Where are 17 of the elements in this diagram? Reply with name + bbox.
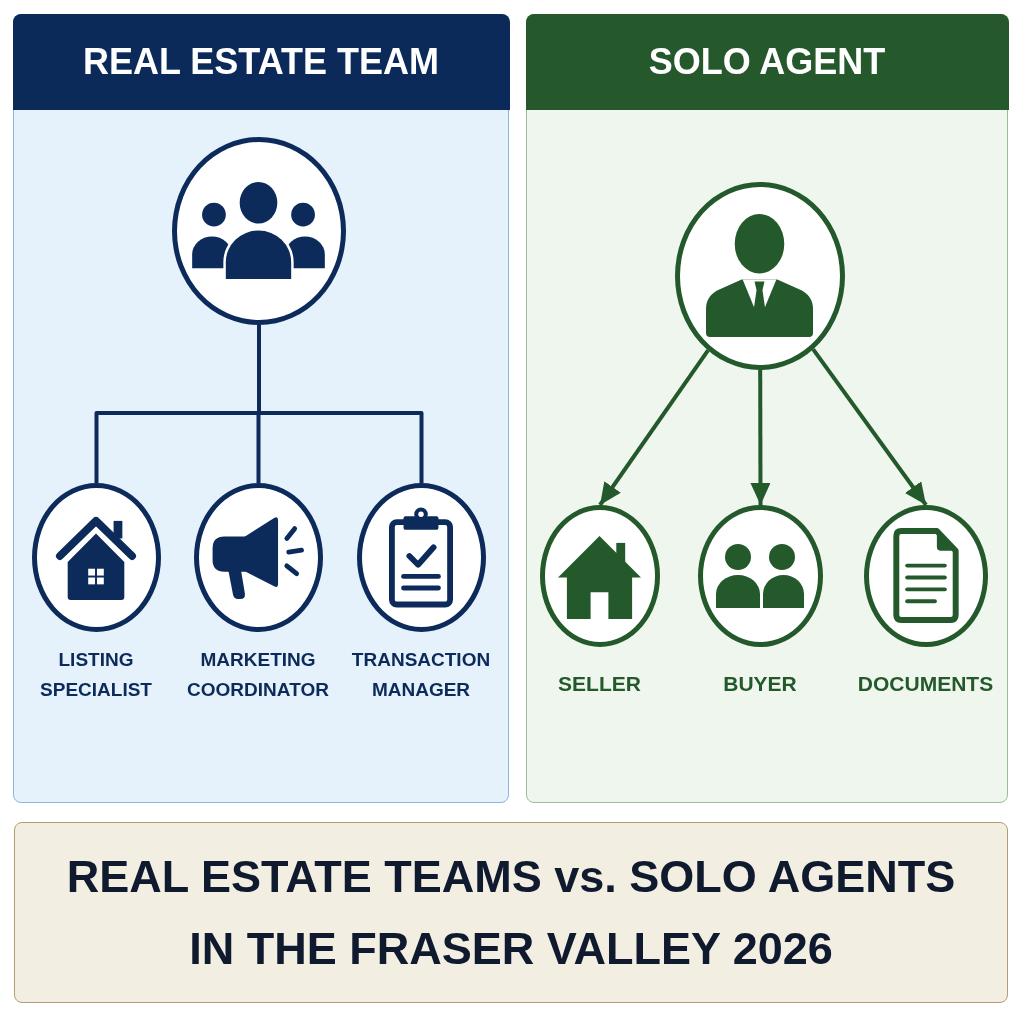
role-label: DOCUMENTS: [856, 670, 995, 697]
role-label: SELLER: [557, 670, 642, 697]
connector-line: [257, 325, 261, 413]
role-label: MARKETING COORDINATOR: [186, 647, 330, 702]
arrow: [750, 370, 771, 505]
panel-header: SOLO AGENT: [525, 13, 1009, 110]
column-panel: [13, 14, 509, 803]
arrow: [811, 348, 928, 507]
role-label: BUYER: [722, 670, 798, 697]
role-label: TRANSACTION MANAGER: [350, 647, 492, 702]
role-label: LISTING SPECIALIST: [39, 647, 153, 702]
connector-line: [259, 411, 424, 483]
banner-title: REAL ESTATE TEAMS vs. SOLO AGENTS IN THE FRASER VALLEY 2026: [65, 849, 957, 976]
arrow: [598, 349, 710, 507]
column-panel: [526, 14, 1008, 803]
connector-line: [94, 411, 259, 483]
panel-header: REAL ESTATE TEAM: [12, 13, 510, 110]
